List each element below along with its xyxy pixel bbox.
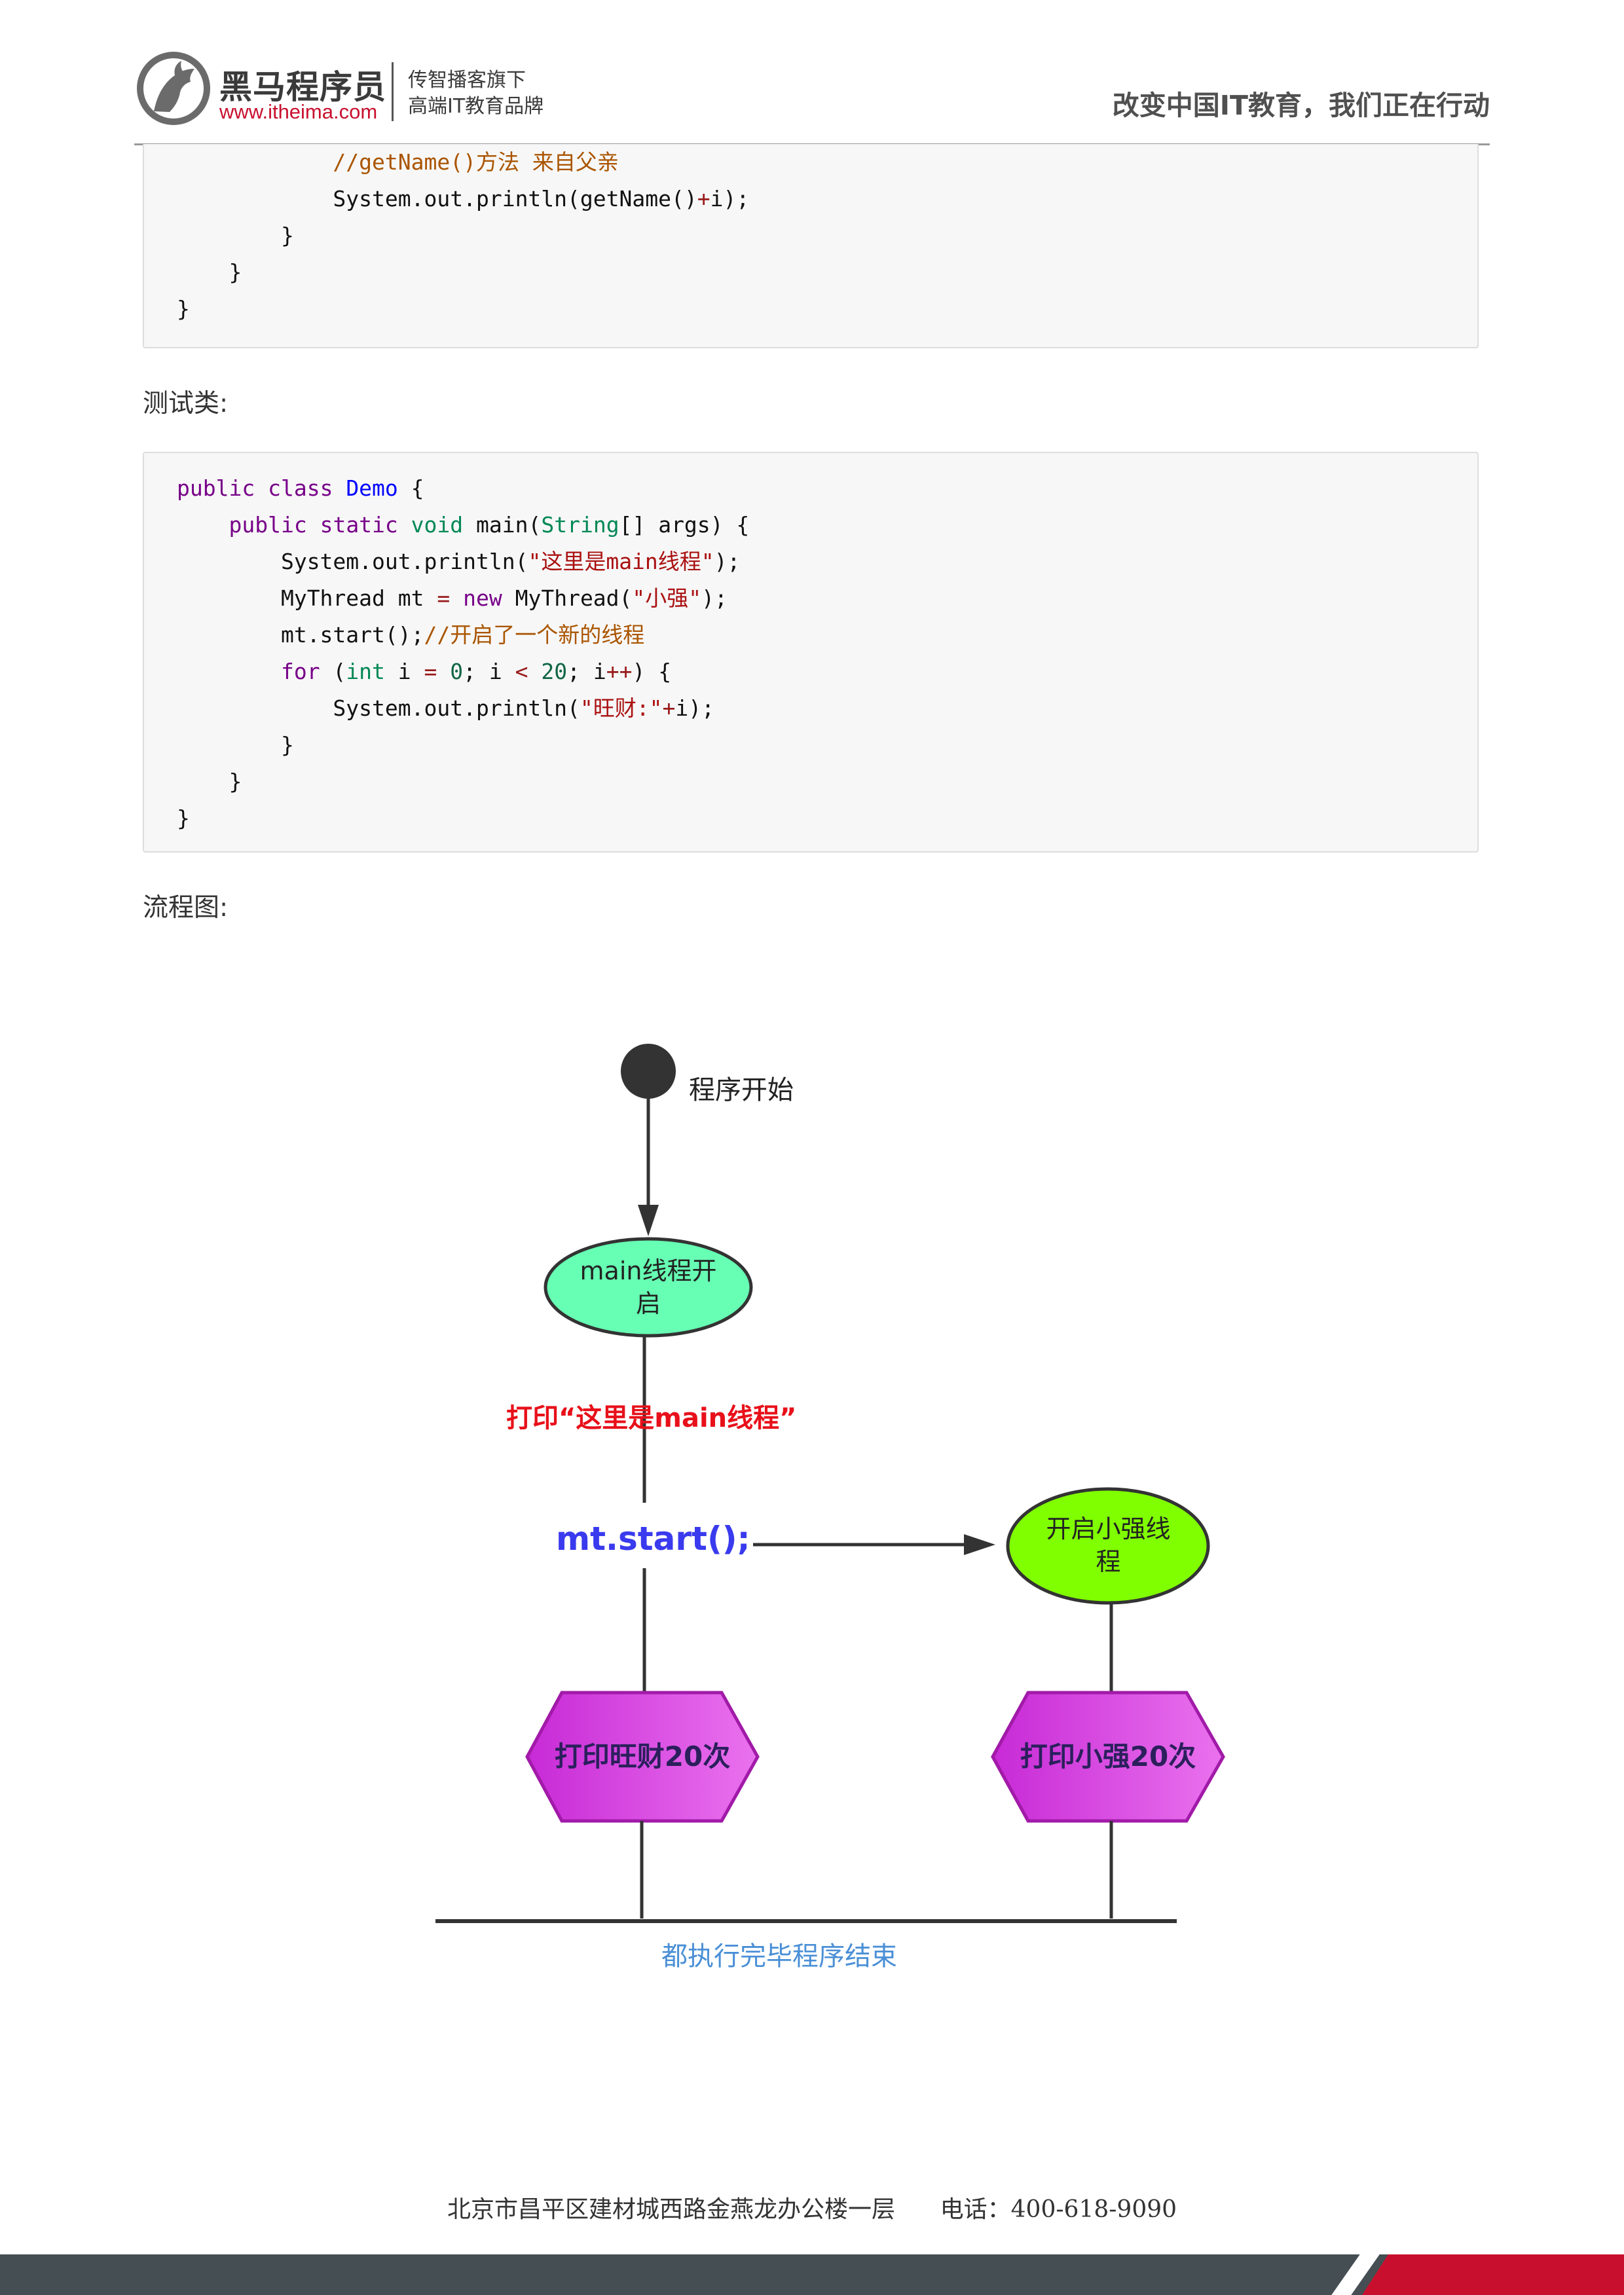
print-main-label: 打印“这里是main线程” [506, 1403, 797, 1433]
code-block-mythread-tail: //getName()方法 来自父亲 System.out.println(ge… [143, 144, 1479, 348]
brand-url[interactable]: www.itheima.com [219, 100, 378, 123]
end-label: 都执行完毕程序结束 [661, 1941, 897, 1972]
code-token: i); [710, 186, 750, 211]
code-token: //开启了一个新的线程 [424, 622, 645, 648]
code-token: ; i [567, 659, 606, 684]
code-token: public [177, 475, 255, 501]
code-line: System.out.println(getName()+i); [177, 181, 749, 217]
code-token: } [177, 805, 190, 831]
start-call-label: mt.start(); [553, 1520, 753, 1558]
code-line: } [177, 763, 242, 800]
code-token: public [229, 512, 307, 538]
new-thread-line-1: 开启小强线 [1046, 1515, 1171, 1543]
code-token: 20 [541, 659, 568, 684]
code-line: } [177, 291, 190, 327]
footer-phone: 电话：400-618-9090 [940, 2196, 1177, 2223]
code-line: for (int i = 0; i < 20; i++) { [177, 653, 671, 690]
brand-divider [392, 62, 394, 121]
header-slogan: 改变中国IT教育，我们正在行动 [1112, 90, 1490, 121]
brand-tagline-2: 高端IT教育品牌 [408, 95, 544, 118]
code-token: ) { [632, 659, 672, 684]
new-thread-label: 开启小强线 程 [1008, 1513, 1208, 1578]
code-line: } [177, 800, 190, 837]
code-line: System.out.println("旺财:"+i); [177, 690, 714, 727]
code-token: + [697, 186, 710, 211]
new-thread-line-2: 程 [1096, 1547, 1121, 1576]
footer-contact: 北京市昌平区建材城西路金燕龙办公楼一层 电话：400-618-9090 [0, 2190, 1624, 2224]
code-token: "旺财:" [580, 695, 663, 721]
code-token: = [424, 659, 437, 684]
code-token: System.out.println( [333, 695, 580, 721]
label-flowchart: 流程图: [143, 893, 229, 923]
code-token: ( [320, 659, 346, 684]
code-token: ; i [463, 659, 515, 684]
start-to-main-arrowhead [638, 1205, 659, 1236]
code-token: //getName()方法 来自父亲 [333, 149, 619, 175]
code-token: } [280, 223, 294, 248]
code-token: < [515, 659, 528, 684]
code-line: } [177, 254, 242, 291]
code-token: + [662, 695, 676, 721]
new-thread-node [1006, 1487, 1210, 1605]
code-line: } [177, 217, 294, 254]
code-token: MyThread mt [280, 585, 437, 611]
hex-left [525, 1691, 760, 1823]
code-token: 0 [450, 659, 464, 684]
code-token: i); [675, 695, 715, 721]
code-token: System.out.println(getName() [333, 186, 697, 211]
code-token: new [463, 585, 502, 611]
code-token: ++ [606, 659, 633, 684]
code-token: class [268, 475, 333, 501]
code-token: } [177, 296, 190, 321]
code-line: //getName()方法 来自父亲 [177, 144, 619, 181]
code-line: System.out.println("这里是main线程"); [177, 543, 740, 580]
code-token: = [437, 585, 451, 611]
main-node-line-1: main线程开 [580, 1257, 717, 1285]
code-token: ); [701, 585, 728, 611]
code-block-demo: public class Demo { public static void m… [143, 452, 1479, 853]
code-token: { [397, 475, 424, 501]
code-token: MyThread( [502, 585, 633, 611]
code-token: ); [714, 549, 741, 574]
brand-tagline-1: 传智播客旗下 [408, 69, 526, 92]
code-token: static [320, 512, 398, 538]
start-call-arrowhead [964, 1534, 995, 1555]
code-line: public static void main(String[] args) { [177, 507, 749, 543]
code-token: String [541, 512, 619, 538]
main-thread-node [544, 1237, 753, 1338]
code-token: } [229, 769, 242, 794]
code-line: public class Demo { [177, 470, 424, 507]
code-line: } [177, 727, 294, 763]
main-node-line-2: 启 [635, 1289, 661, 1318]
code-token: "这里是main线程" [528, 549, 714, 574]
horse-logo-icon [137, 52, 210, 125]
hex-left-label: 打印旺财20次 [554, 1740, 731, 1772]
code-token: "小强" [632, 585, 702, 611]
code-line: MyThread mt = new MyThread("小强"); [177, 580, 728, 617]
label-test-class: 测试类: [143, 389, 229, 418]
brand-name: 黑马程序员 [219, 68, 386, 106]
code-token: System.out.println( [280, 549, 528, 574]
footer-address: 北京市昌平区建材城西路金燕龙办公楼一层 [447, 2196, 895, 2223]
page-header: 黑马程序员 www.itheima.com 传智播客旗下 高端IT教育品牌 改变… [134, 49, 1490, 144]
code-token: } [229, 259, 242, 285]
start-label: 程序开始 [689, 1075, 794, 1105]
code-token: mt.start(); [280, 622, 424, 648]
footer-accent [1362, 2254, 1624, 2295]
code-token: void [411, 512, 464, 538]
code-token: int [346, 659, 385, 684]
code-token: i [384, 659, 424, 684]
hex-right [991, 1691, 1225, 1823]
start-node [621, 1044, 676, 1099]
code-token: Demo [346, 475, 398, 501]
code-token: main( [463, 512, 542, 538]
code-token: } [280, 732, 294, 758]
code-line: mt.start();//开启了一个新的线程 [177, 617, 644, 653]
code-token: for [280, 659, 320, 684]
code-token: [] args) { [619, 512, 750, 538]
main-node-label: main线程开 启 [547, 1255, 750, 1320]
hex-right-label: 打印小强20次 [1020, 1740, 1196, 1772]
